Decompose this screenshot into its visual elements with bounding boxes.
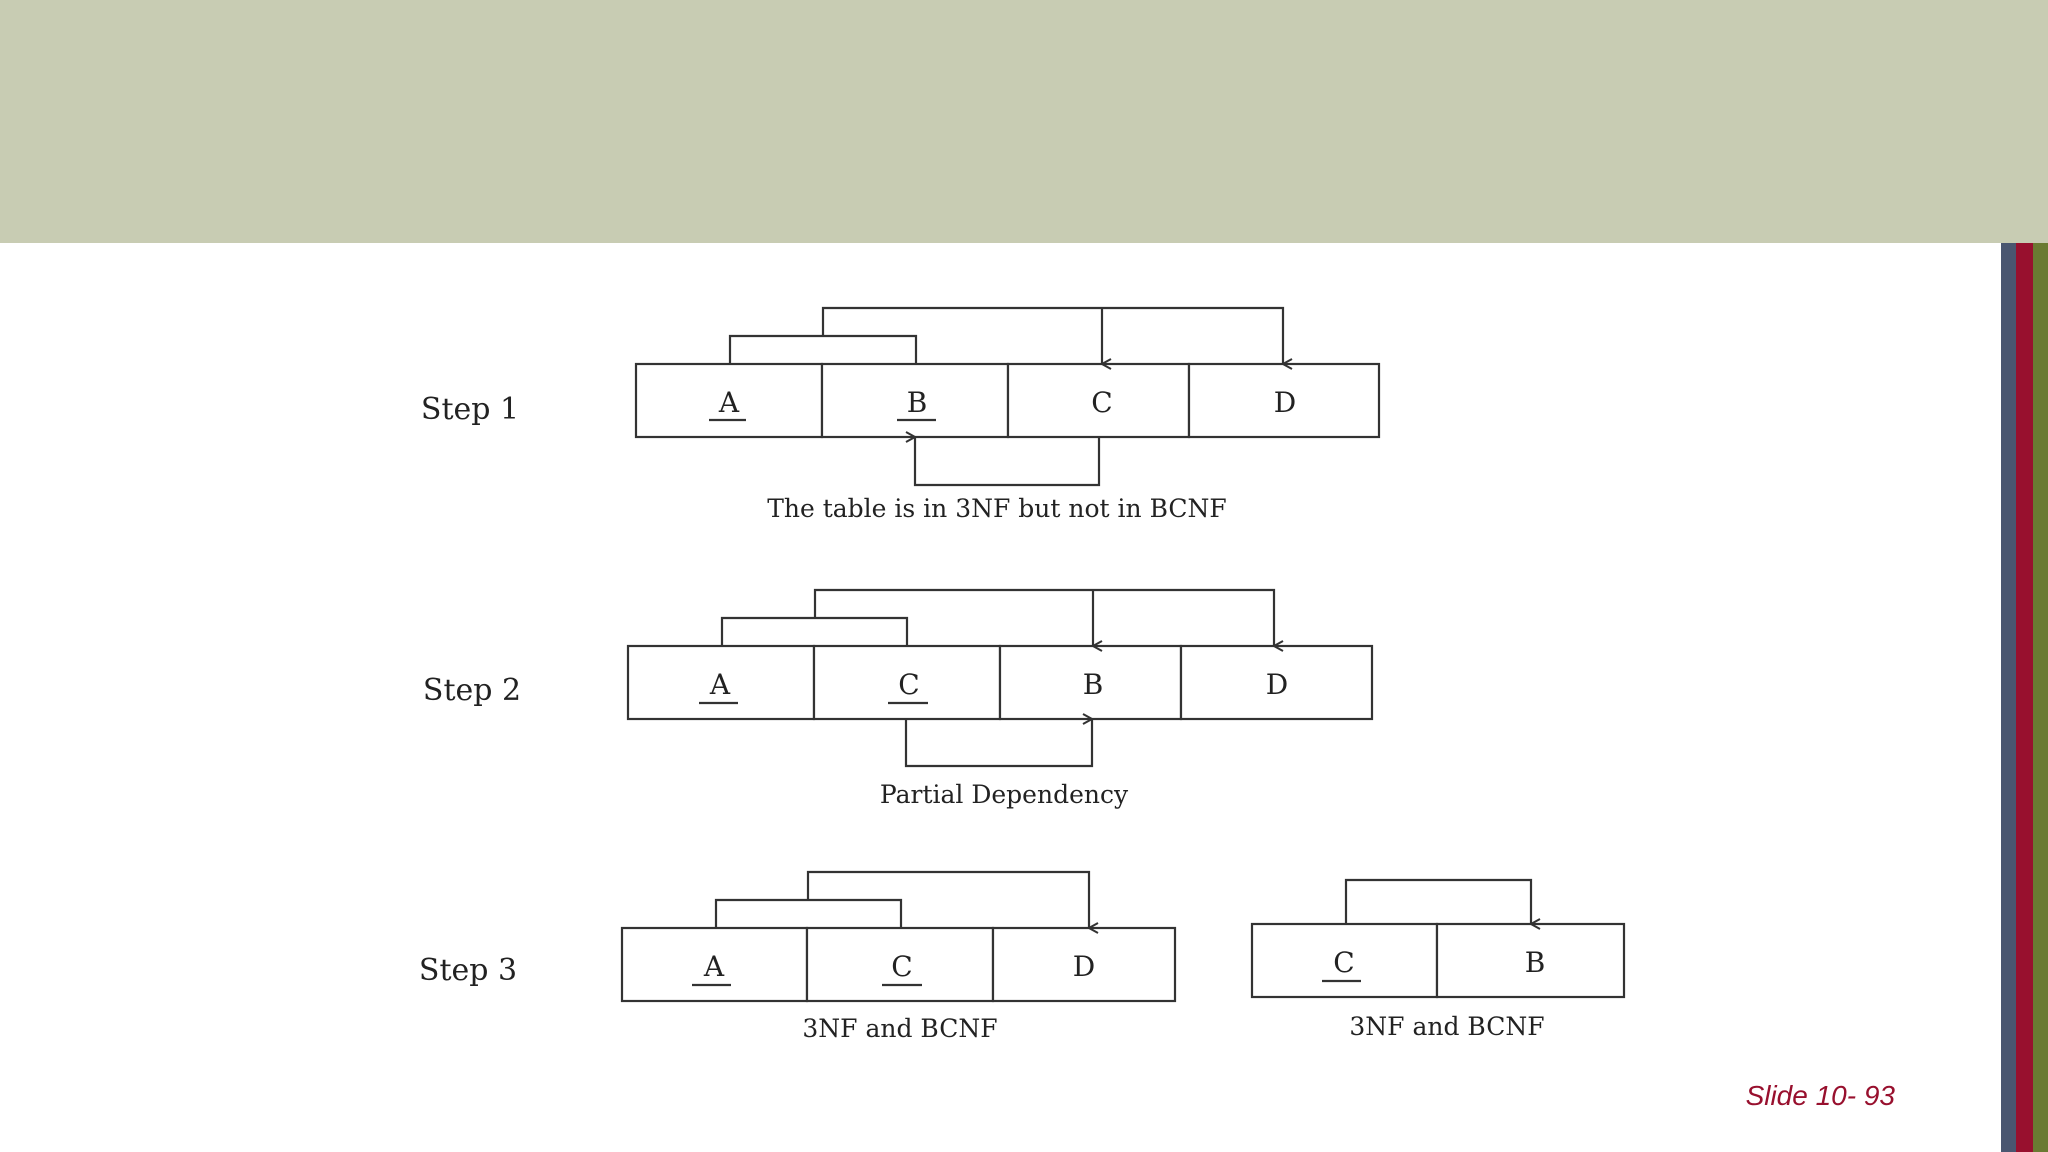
step-2-attr-1: A — [709, 668, 731, 701]
slide-number: Slide 10- 93 — [1745, 1080, 1895, 1111]
step-1-arrow-c-to-b — [915, 437, 1101, 487]
header-band — [0, 0, 2048, 243]
step-3-label: Step 3 — [419, 953, 517, 988]
step-3-t2-attr-2: B — [1525, 946, 1546, 979]
step-1-attr-4: D — [1274, 386, 1296, 419]
step-3-t1-attr-3: D — [1073, 950, 1095, 983]
step-3: Step 3 A C D 3NF and BCNF C B 3NF and BC… — [419, 870, 1626, 1043]
step-2-cell-4 — [1179, 644, 1374, 721]
step-1-key-bracket — [728, 334, 918, 364]
step-3-t1-attr-2: C — [891, 950, 912, 983]
step-3-t2-cell-2 — [1435, 922, 1626, 999]
step-3-table-2: C B 3NF and BCNF — [1250, 878, 1626, 1041]
step-2-attr-3: B — [1083, 668, 1104, 701]
step-1-attr-1: A — [718, 386, 740, 419]
side-stripe-green — [2033, 243, 2048, 1152]
step-3-t1-cell-1 — [620, 926, 809, 1003]
step-1-arrow-to-d — [821, 306, 1283, 364]
step-2-attr-2: C — [898, 668, 919, 701]
step-1-cell-1 — [634, 362, 824, 439]
step-2-caption: Partial Dependency — [880, 780, 1129, 809]
step-2-arrow-to-d — [813, 588, 1274, 646]
step-1-caption: The table is in 3NF but not in BCNF — [767, 494, 1227, 523]
step-2-table: A C B D — [626, 644, 1374, 721]
side-stripe-red — [2016, 243, 2033, 1152]
step-2-attr-4: D — [1266, 668, 1288, 701]
step-1-label: Step 1 — [421, 392, 519, 427]
step-1: Step 1 A B C D The table is in 3NF but n… — [421, 306, 1381, 523]
step-1-attr-3: C — [1091, 386, 1112, 419]
step-2: Step 2 A C B D Partial Dependency — [423, 588, 1374, 809]
side-stripe-blue — [2001, 243, 2016, 1152]
step-3-t1-cell-3 — [991, 926, 1177, 1003]
step-3-t1-arrow-to-d — [806, 870, 1089, 928]
step-1-table: A B C D — [634, 362, 1381, 439]
step-3-table-1: A C D 3NF and BCNF — [620, 870, 1177, 1043]
step-3-t2-caption: 3NF and BCNF — [1349, 1012, 1544, 1041]
step-3-t1-attr-1: A — [703, 950, 725, 983]
step-2-cell-1 — [626, 644, 816, 721]
step-3-t2-attr-1: C — [1333, 946, 1354, 979]
step-2-key-bracket — [720, 616, 909, 646]
step-2-label: Step 2 — [423, 673, 521, 708]
step-2-cell-3 — [998, 644, 1183, 721]
step-3-t2-arrow-c-to-b — [1344, 878, 1531, 924]
step-3-t1-key-bracket — [714, 898, 903, 928]
step-3-t1-caption: 3NF and BCNF — [802, 1014, 997, 1043]
step-2-arrow-c-to-b — [904, 719, 1094, 768]
step-1-attr-2: B — [907, 386, 928, 419]
step-3-t1-cell-2 — [805, 926, 995, 1003]
